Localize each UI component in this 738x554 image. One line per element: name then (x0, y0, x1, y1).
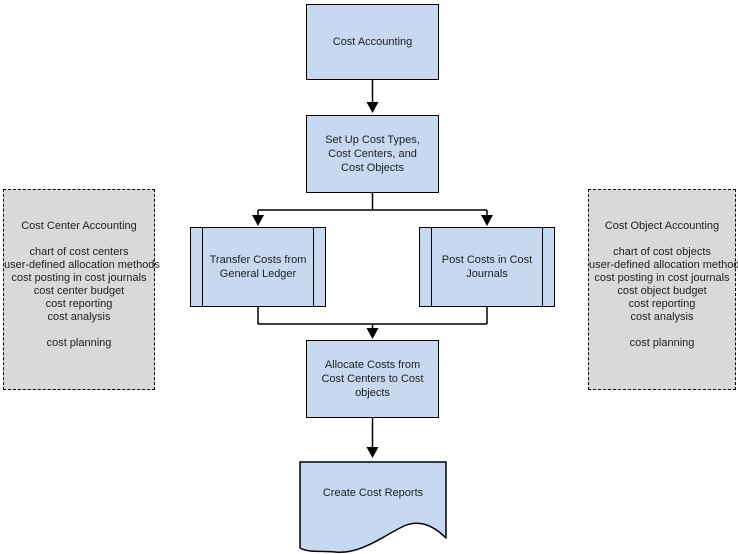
panel-left-item: cost planning (46, 337, 112, 349)
panel-left-item: user-defined allocation methods (4, 259, 160, 271)
predefined-process-bar-right (542, 228, 543, 306)
panel-left-item: cost reporting (45, 298, 113, 310)
node-transfer-label: Transfer Costs from General Ledger (209, 253, 307, 280)
panel-left-item: cost posting in cost journals (11, 272, 147, 284)
panel-right-item: cost planning (629, 337, 695, 349)
panel-cost-object-accounting: Cost Object Accounting chart of cost obj… (588, 189, 738, 390)
panel-right-item: cost object budget (617, 285, 707, 297)
node-create-cost-reports: Create Cost Reports (299, 461, 447, 554)
predefined-process-bar-left (431, 228, 432, 306)
panel-right-item: cost analysis (630, 311, 694, 323)
panel-right-item: cost posting in cost journals (594, 272, 730, 284)
arrowhead-to-post (481, 215, 493, 226)
panel-right-item: chart of cost objects (613, 246, 711, 258)
panel-left-item: cost analysis (47, 311, 111, 323)
node-post-label: Post Costs in Cost Journals (441, 253, 533, 280)
document-shape-outline (299, 461, 447, 553)
arrowhead-to-transfer (252, 215, 264, 226)
node-allocate-costs: Allocate Costs from Cost Centers to Cost… (306, 340, 439, 418)
panel-right-item: user-defined allocation methods (589, 259, 738, 271)
node-setup-label: Set Up Cost Types, Cost Centers, and Cos… (325, 133, 420, 175)
panel-left-item: chart of cost centers (29, 246, 129, 258)
predefined-process-bar-right (313, 228, 314, 306)
panel-left-item: cost center budget (33, 285, 125, 297)
panel-right-item: cost reporting (628, 298, 696, 310)
arrowhead-to-report (366, 447, 379, 458)
panel-cost-center-accounting: Cost Center Accounting chart of cost cen… (3, 189, 160, 390)
node-setup-cost-types: Set Up Cost Types, Cost Centers, and Cos… (306, 115, 439, 193)
arrowhead-to-setup (366, 102, 379, 113)
node-allocate-label: Allocate Costs from Cost Centers to Cost… (321, 358, 424, 400)
panel-left-title: Cost Center Accounting (21, 220, 137, 232)
node-create-reports-label: Create Cost Reports (322, 487, 424, 499)
node-cost-accounting: Cost Accounting (306, 4, 439, 80)
node-post-costs: Post Costs in Cost Journals (419, 227, 555, 307)
node-cost-accounting-label: Cost Accounting (332, 35, 413, 48)
node-transfer-costs: Transfer Costs from General Ledger (190, 227, 326, 307)
arrowhead-to-allocate (366, 328, 379, 339)
panel-right-title: Cost Object Accounting (604, 220, 720, 232)
predefined-process-bar-left (202, 228, 203, 306)
